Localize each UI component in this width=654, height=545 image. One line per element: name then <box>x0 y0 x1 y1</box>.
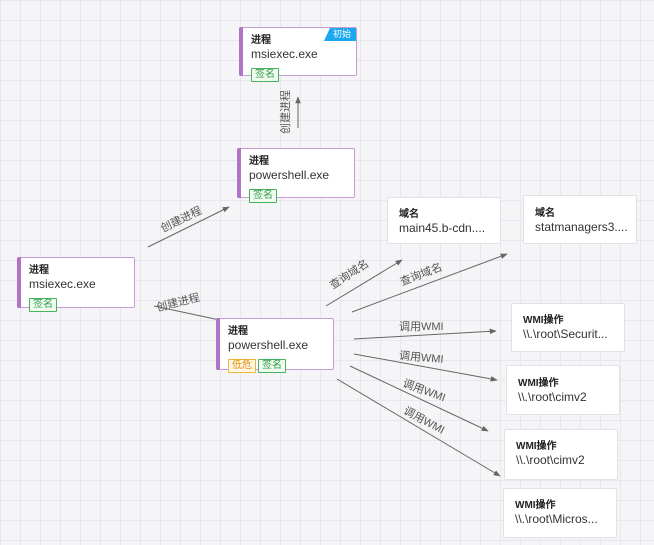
node-type-label: 进程 <box>29 265 49 276</box>
edge-powershell-to-wmi-3[interactable] <box>349 365 489 432</box>
node-type-label: WMI操作 <box>515 500 556 511</box>
process-node-powershell-upper[interactable]: 进程 powershell.exe 签名 <box>237 148 355 203</box>
domain-node-statmanagers[interactable]: 域名 statmanagers3.... <box>523 195 637 244</box>
low-risk-tag: 低危 <box>228 359 256 373</box>
edge-powershell-to-wmi-1[interactable] <box>353 328 497 340</box>
edge-powershell-to-domain-2[interactable] <box>351 253 508 313</box>
edge-powershell-to-domain-1[interactable] <box>325 259 403 307</box>
node-type-label: WMI操作 <box>523 315 564 326</box>
wmi-node-cimv2-1[interactable]: WMI操作 \\.\root\cimv2 <box>506 365 620 415</box>
signed-tag: 签名 <box>249 189 277 203</box>
initial-badge: 初始 <box>323 28 356 41</box>
signed-tag: 签名 <box>251 68 279 82</box>
domain-node-main45[interactable]: 域名 main45.b-cdn.... <box>387 197 501 244</box>
node-value: \\.\root\cimv2 <box>518 390 587 404</box>
wmi-node-security[interactable]: WMI操作 \\.\root\Securit... <box>511 303 625 352</box>
node-type-label: WMI操作 <box>516 441 557 452</box>
node-type-label: 域名 <box>399 209 419 220</box>
edge-msiexec-to-powershell-upper[interactable] <box>147 206 230 248</box>
node-value: \\.\root\cimv2 <box>516 453 585 467</box>
process-node-powershell-lower[interactable]: 进程 powershell.exe 低危签名 <box>216 318 334 373</box>
edge-powershell-to-wmi-2[interactable] <box>353 353 498 382</box>
edge-label-create-process-vertical: 创建进程 <box>280 90 292 134</box>
node-value: powershell.exe <box>249 168 330 182</box>
node-value: msiexec.exe <box>251 47 318 61</box>
signed-tag: 签名 <box>258 359 286 373</box>
process-node-msiexec-left[interactable]: 进程 msiexec.exe 签名 <box>17 257 135 312</box>
process-node-msiexec-initial[interactable]: 初始 进程 msiexec.exe 签名 <box>239 27 357 82</box>
node-type-label: 进程 <box>251 35 271 46</box>
wmi-node-microsoft[interactable]: WMI操作 \\.\root\Micros... <box>503 488 617 538</box>
edge-powershell-to-wmi-4[interactable] <box>336 378 501 477</box>
node-type-label: 进程 <box>228 326 248 337</box>
node-value: statmanagers3.... <box>535 220 628 234</box>
node-value: \\.\root\Securit... <box>523 327 608 341</box>
node-value: msiexec.exe <box>29 277 96 291</box>
node-value: \\.\root\Micros... <box>515 512 598 526</box>
node-value: powershell.exe <box>228 338 309 352</box>
node-type-label: WMI操作 <box>518 378 559 389</box>
node-type-label: 进程 <box>249 156 269 167</box>
edge-label-call-wmi-1: 调用WMI <box>399 321 444 333</box>
node-type-label: 域名 <box>535 208 555 219</box>
wmi-node-cimv2-2[interactable]: WMI操作 \\.\root\cimv2 <box>504 429 618 480</box>
node-value: main45.b-cdn.... <box>399 221 486 235</box>
signed-tag: 签名 <box>29 298 57 312</box>
